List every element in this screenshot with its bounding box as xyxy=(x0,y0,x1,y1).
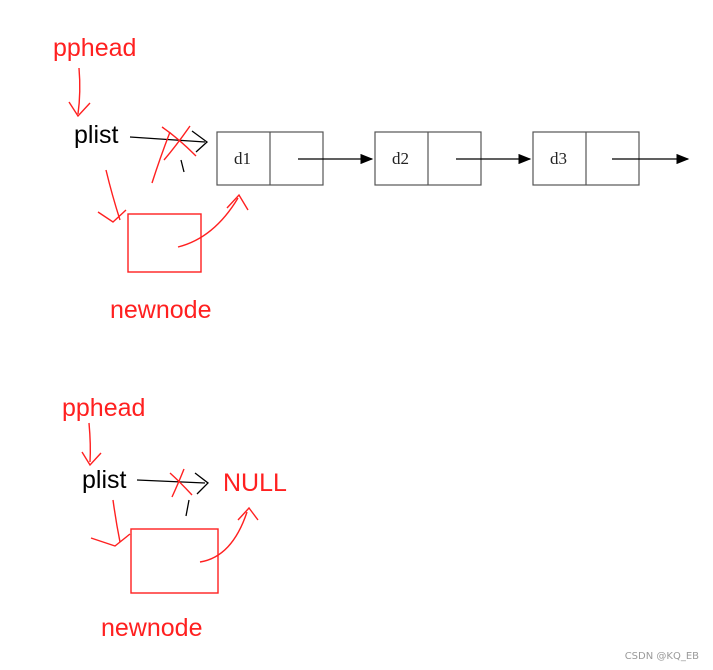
plist-label-2: plist xyxy=(82,466,127,494)
cross-out-mark xyxy=(161,125,197,161)
plist-to-newnode-arrow xyxy=(105,169,121,221)
node-data-d3: d3 xyxy=(550,149,567,168)
pphead-to-plist-arrow xyxy=(77,67,81,115)
node-data-d1: d1 xyxy=(234,149,251,168)
newnode-to-d1-arrow xyxy=(177,197,239,248)
newnode-box xyxy=(127,213,202,273)
plist-label: plist xyxy=(74,121,119,149)
newnode-box-2 xyxy=(130,528,219,594)
pphead-to-plist-arrow-2 xyxy=(88,422,92,463)
null-label: NULL xyxy=(223,469,287,497)
pphead-label: pphead xyxy=(53,34,137,62)
cross-out-mark-2 xyxy=(169,468,193,498)
plist-to-newnode-arrow-2 xyxy=(112,499,121,543)
plist-to-null-arrow xyxy=(136,479,206,484)
newnode-label-2: newnode xyxy=(101,614,203,642)
watermark: CSDN @KQ_EB xyxy=(624,651,699,662)
node-data-d2: d2 xyxy=(392,149,409,168)
newnode-label: newnode xyxy=(110,296,212,324)
newnode-to-null-arrow xyxy=(199,511,248,563)
pphead-label-2: pphead xyxy=(62,394,146,422)
